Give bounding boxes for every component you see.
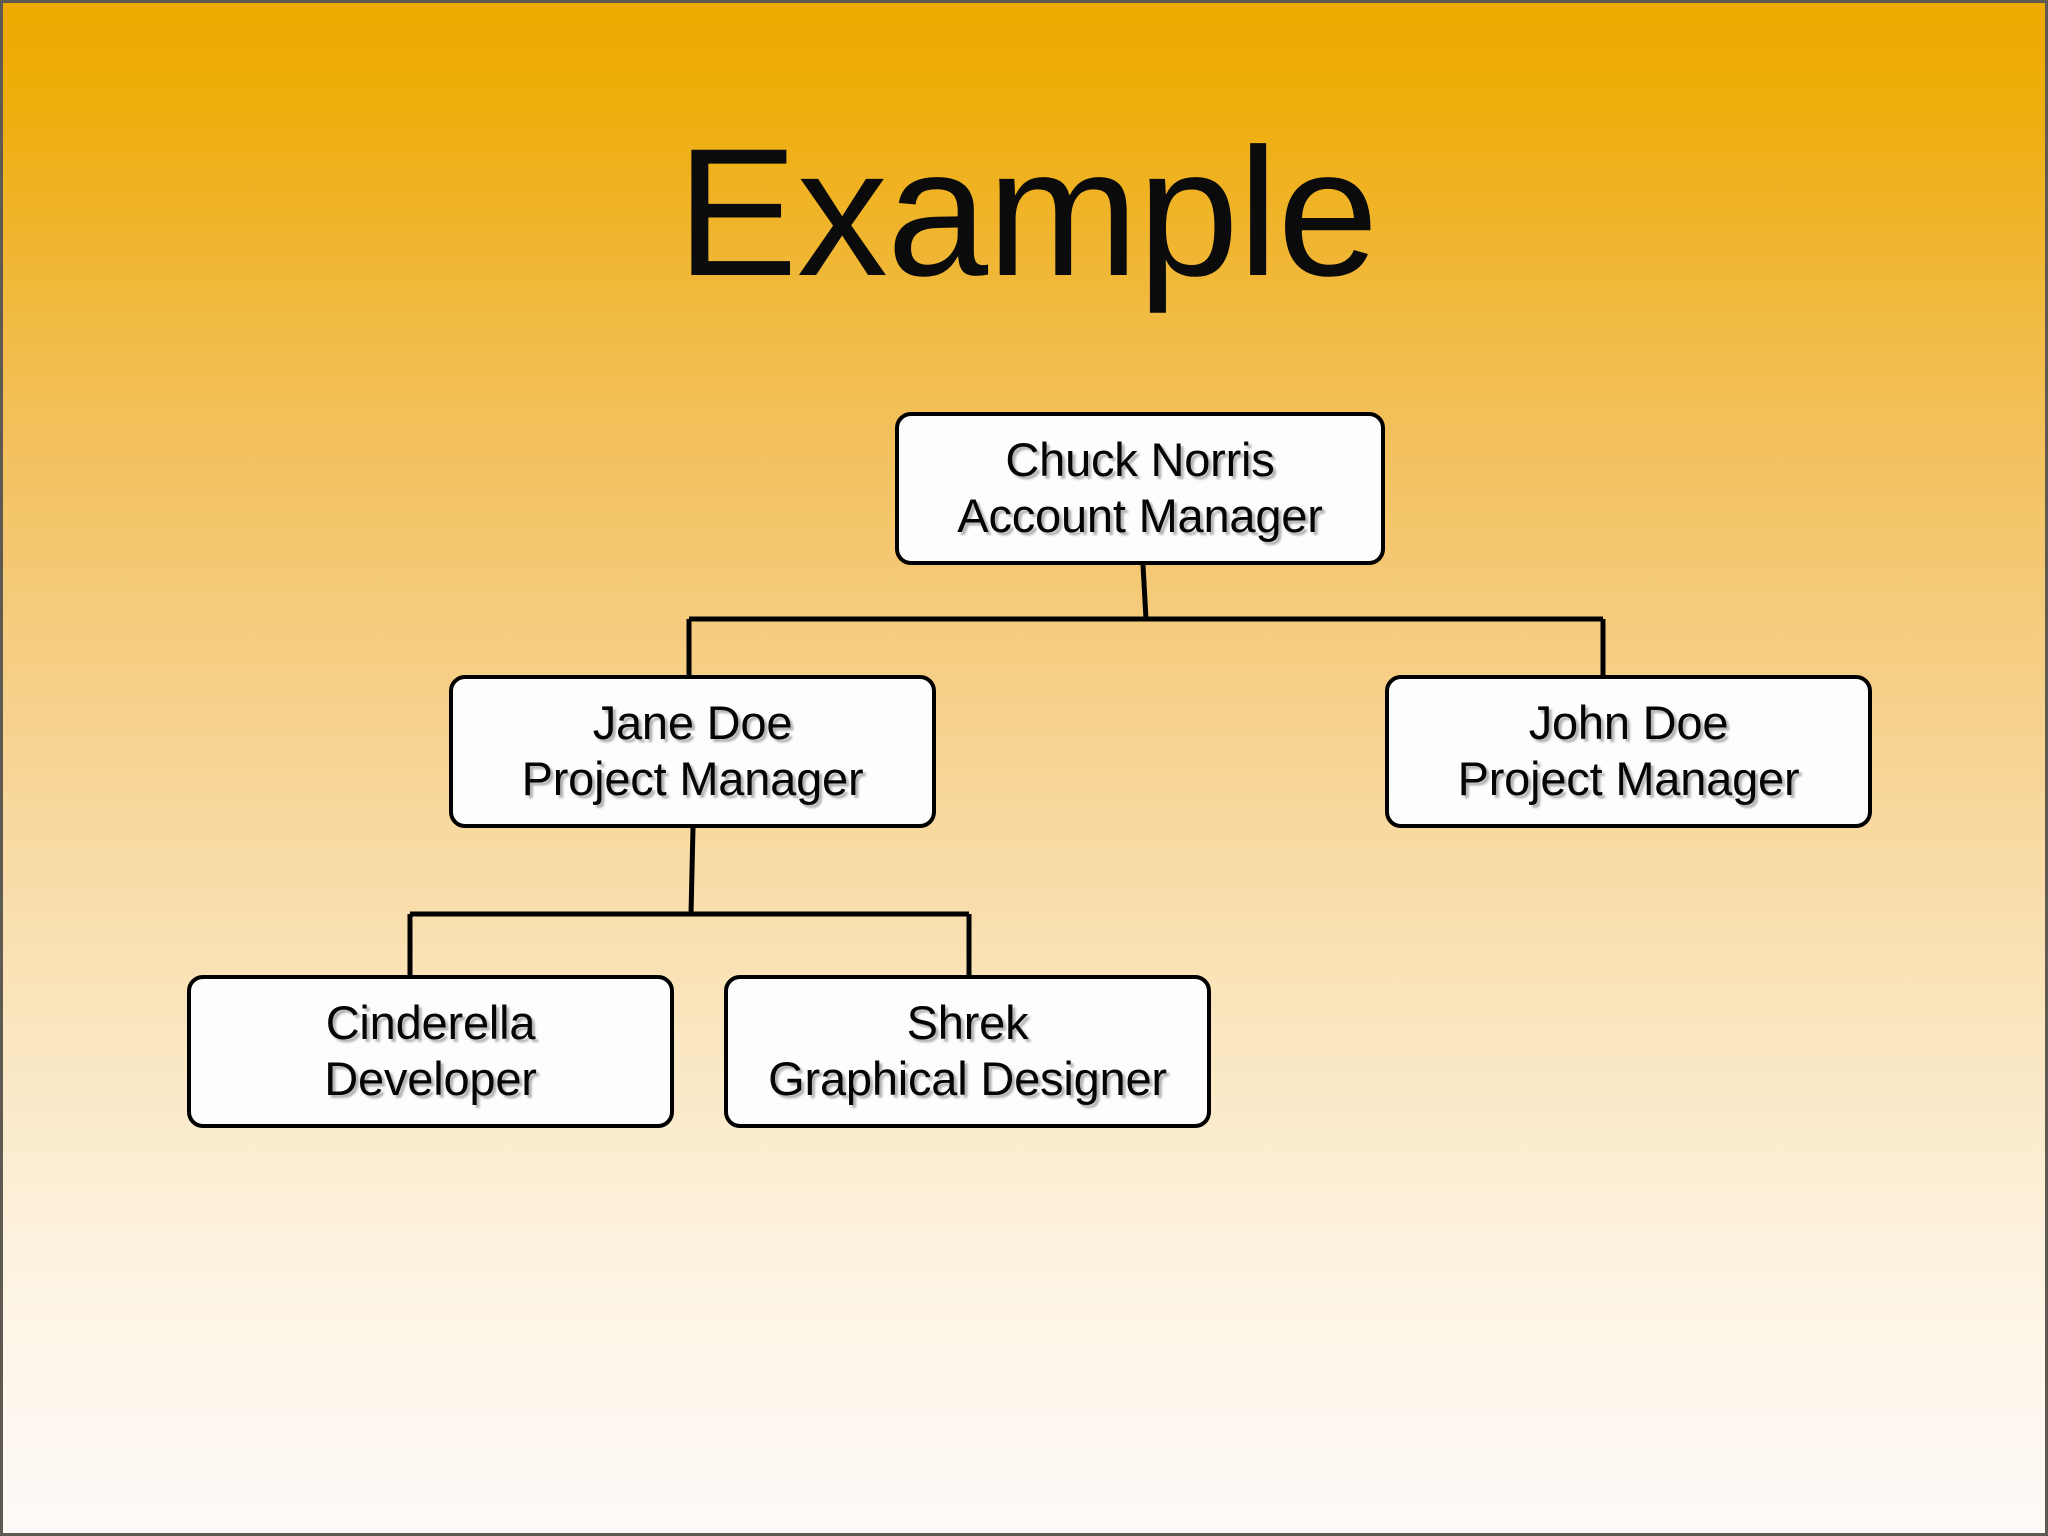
org-node-name: Shrek xyxy=(906,996,1029,1050)
org-node-role: Graphical Designer xyxy=(768,1052,1167,1105)
connector-ceo-stem xyxy=(1140,564,1149,620)
org-node-role: Account Manager xyxy=(957,489,1323,542)
org-node-role: Project Manager xyxy=(1457,752,1800,805)
org-node-name: Cinderella xyxy=(325,996,536,1050)
org-node-cinderella[interactable]: Cinderella Developer xyxy=(187,975,674,1128)
connector-jane-stem xyxy=(688,827,696,915)
org-node-chuck-norris[interactable]: Chuck Norris Account Manager xyxy=(895,412,1385,565)
org-node-jane-doe[interactable]: Jane Doe Project Manager xyxy=(449,675,936,828)
page-title: Example xyxy=(676,110,1378,314)
org-node-name: Jane Doe xyxy=(592,696,793,750)
org-node-name: John Doe xyxy=(1528,696,1729,750)
org-node-role: Project Manager xyxy=(521,752,864,805)
org-node-name: Chuck Norris xyxy=(1005,433,1275,487)
org-node-shrek[interactable]: Shrek Graphical Designer xyxy=(724,975,1211,1128)
org-node-john-doe[interactable]: John Doe Project Manager xyxy=(1385,675,1872,828)
org-node-role: Developer xyxy=(324,1052,537,1105)
